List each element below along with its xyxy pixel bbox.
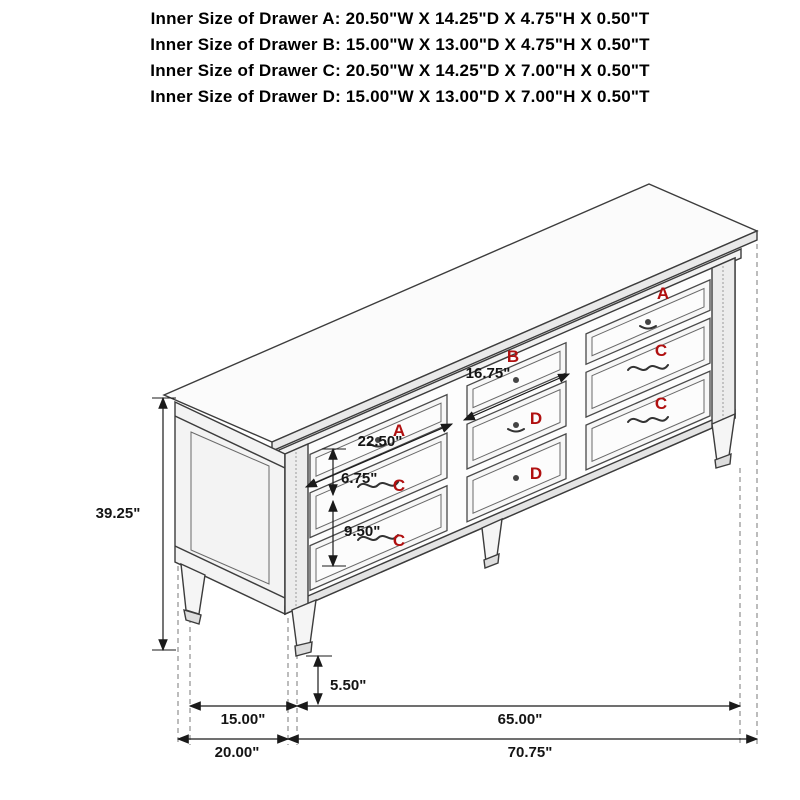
back-left-foot	[183, 609, 202, 625]
drawer-right-middle	[585, 317, 711, 419]
drawer-letter-left-bottom: C	[393, 531, 405, 550]
dimension-leg-height: 5.50"	[306, 654, 366, 706]
drawer-knob-icon	[513, 377, 519, 383]
drawer-b-size-text: Inner Size of Drawer B: 15.00"W X 13.00"…	[150, 35, 650, 54]
dimension-footprint-depth: 15.00"	[188, 701, 299, 728]
drawer-right-bottom	[585, 370, 711, 471]
drawer-letter-middle-top: B	[507, 347, 519, 366]
drawer-b-width-label: 16.75"	[466, 365, 511, 382]
extension-lines	[177, 244, 758, 745]
dimension-upper-drawer-height: 6.75"	[322, 447, 377, 497]
drawer-ornament-icon	[507, 428, 525, 433]
lower-drawer-height-label: 9.50"	[344, 523, 380, 540]
drawer-size-header: Inner Size of Drawer A: 20.50"W X 14.25"…	[0, 6, 800, 110]
overall-width-label: 70.75"	[508, 744, 553, 761]
dimension-footprint-width: 65.00"	[295, 701, 742, 728]
dimension-overall-width: 70.75"	[286, 734, 759, 761]
dimension-drawer-b-width: 16.75"	[462, 365, 571, 421]
drawer-left-bottom	[309, 484, 448, 592]
drawer-knob-icon	[645, 319, 651, 325]
drawer-letter-middle-middle: D	[530, 409, 542, 428]
side-inset-panel	[190, 431, 270, 585]
overall-depth-label: 20.00"	[215, 744, 260, 761]
drawer-knob-icon	[513, 422, 519, 428]
drawer-knob-icon	[513, 475, 519, 481]
front-left-foot	[294, 641, 313, 657]
drawer-ornament-icon	[639, 325, 657, 330]
footprint-width-label: 65.00"	[498, 711, 543, 728]
drawer-a-width-label: 22.50"	[358, 433, 403, 450]
dimension-overall-height: 39.25"	[96, 396, 176, 652]
drawer-letter-right-bottom: C	[655, 394, 667, 413]
drawer-handle-icon	[357, 534, 399, 541]
side-molding-line	[174, 415, 286, 469]
front-right-foot	[714, 452, 732, 469]
drawer-handle-icon	[627, 364, 669, 371]
drawer-letter-right-top: A	[657, 284, 669, 303]
middle-foot	[483, 552, 500, 569]
footprint-depth-label: 15.00"	[221, 711, 266, 728]
leg-height-label: 5.50"	[330, 677, 366, 694]
drawer-right-top	[585, 278, 711, 366]
drawer-d-size-text: Inner Size of Drawer D: 15.00"W X 13.00"…	[150, 87, 650, 106]
dimension-line	[462, 373, 571, 421]
upper-drawer-height-label: 6.75"	[341, 470, 377, 487]
drawer-letter-right-middle: C	[655, 341, 667, 360]
drawer-a-size-text: Inner Size of Drawer A: 20.50"W X 14.25"…	[150, 9, 650, 28]
dimension-lower-drawer-height: 9.50"	[322, 499, 380, 568]
drawer-letter-middle-bottom: D	[530, 464, 542, 483]
side-molding-line	[174, 545, 286, 599]
drawer-letter-left-middle: C	[393, 476, 405, 495]
drawer-c-size-text: Inner Size of Drawer C: 20.50"W X 14.25"…	[150, 61, 650, 80]
dimension-overall-depth: 20.00"	[176, 734, 290, 761]
overall-height-label: 39.25"	[96, 505, 141, 522]
drawer-handle-icon	[627, 416, 669, 423]
legs	[180, 412, 736, 657]
drawer-middle-bottom	[466, 432, 567, 523]
dresser-drawing: A C C B D D A C C	[162, 183, 759, 657]
